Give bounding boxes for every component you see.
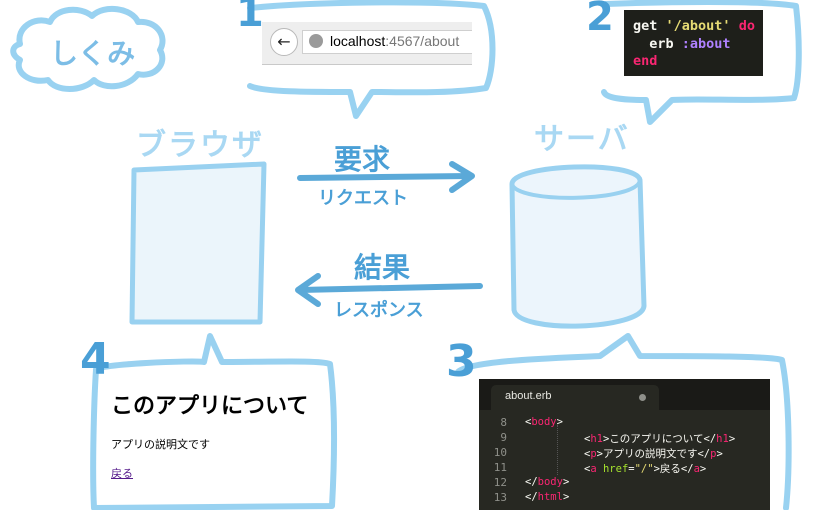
code-editor: about.erb 8 <body> 9 <h1>このアプリについて</h1> … — [479, 379, 770, 510]
code-erb: erb — [649, 35, 674, 52]
code-line: </body> — [525, 476, 570, 488]
request-sub-label: リクエスト — [318, 188, 408, 209]
response-main-label: 結果 — [354, 251, 411, 284]
route-code-block: get '/about' do erb :about end — [624, 10, 763, 76]
server-cylinder — [509, 164, 647, 329]
line-number: 11 — [493, 461, 507, 474]
speech-bubble-2 — [601, 0, 802, 125]
title-bubble-text: しくみ — [50, 37, 136, 70]
indent-guide — [557, 425, 559, 475]
line-number: 12 — [493, 476, 507, 489]
response-arrow — [295, 273, 483, 307]
speech-bubble-4 — [90, 333, 337, 510]
request-arrow — [297, 161, 475, 193]
code-line: <h1>このアプリについて</h1> — [584, 433, 736, 445]
step-number-2: 2 — [586, 0, 614, 40]
page-heading: このアプリについて — [111, 394, 309, 419]
editor-tab-name: about.erb — [505, 390, 552, 402]
line-number: 8 — [500, 416, 507, 429]
code-symbol: :about — [681, 35, 731, 52]
code-get: get — [633, 18, 658, 34]
url-host: localhost — [330, 33, 386, 49]
server-label: サーバ — [534, 122, 630, 157]
globe-icon — [309, 34, 323, 48]
code-end: end — [633, 53, 658, 69]
back-arrow-icon: ← — [277, 32, 291, 51]
step-number-3: 3 — [446, 336, 477, 387]
request-main-label: 要求 — [334, 143, 391, 176]
title-cloud — [10, 5, 166, 92]
code-line: <p>アプリの説明文です</p> — [584, 448, 723, 460]
code-line: </html> — [525, 491, 570, 503]
line-number: 10 — [493, 446, 507, 459]
code-path: '/about' — [665, 18, 731, 34]
line-number: 9 — [500, 431, 507, 444]
editor-tab-bar: about.erb — [479, 379, 770, 410]
address-url: localhost:4567/about — [330, 33, 459, 49]
code-line: <a href="/">戻る</a> — [584, 463, 707, 475]
browser-box — [129, 161, 267, 325]
url-path: :4567/about — [385, 33, 460, 49]
back-link[interactable]: 戻る — [111, 467, 133, 480]
speech-bubble-1 — [247, 0, 496, 119]
editor-tab[interactable]: about.erb — [491, 385, 659, 410]
unsaved-dot-icon — [639, 394, 646, 401]
browser-label: ブラウザ — [136, 128, 264, 163]
response-sub-label: レスポンス — [334, 300, 424, 321]
code-line: <body> — [525, 416, 563, 428]
code-do: do — [738, 18, 755, 34]
step-number-1: 1 — [236, 0, 264, 36]
line-number: 13 — [493, 491, 507, 504]
back-button[interactable]: ← — [270, 28, 298, 56]
step-number-4: 4 — [80, 334, 111, 385]
speech-bubble-3 — [455, 333, 792, 510]
page-description: アプリの説明文です — [111, 438, 210, 451]
address-bar[interactable] — [302, 30, 472, 54]
